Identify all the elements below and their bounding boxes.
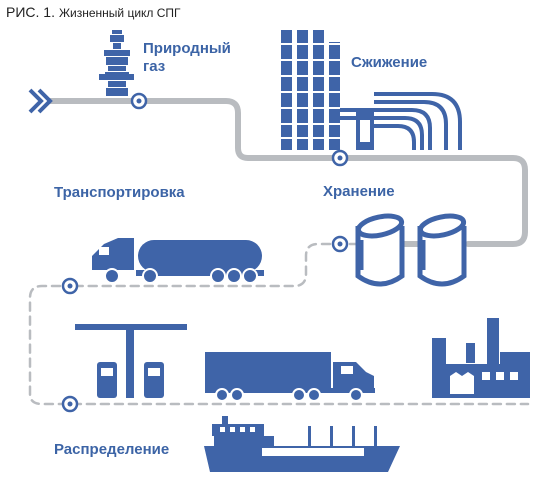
stage-label-natural-gas-line2: газ: [143, 58, 166, 75]
figure-caption: РИС. 1.Жизненный цикл СПГ: [6, 4, 181, 20]
fueling-station-icon: [75, 324, 187, 398]
tanker-truck-icon: [92, 238, 264, 284]
flow-dashed-route: [28, 242, 530, 406]
fuel-dispenser-left: [97, 362, 117, 398]
stage-label-distribution: Распределение: [54, 441, 170, 458]
flow-nodes: [61, 92, 349, 413]
dashed-storage-to-transport: [72, 242, 360, 288]
figure-title: Жизненный цикл СПГ: [58, 6, 181, 20]
storage-tanks-icon: [355, 213, 467, 287]
dashed-transport-to-distribution: [28, 284, 530, 406]
semi-truck-icon: [205, 352, 375, 402]
stage-label-transportation: Транспортировка: [54, 184, 185, 201]
figure-number: РИС. 1.: [6, 4, 55, 20]
pipeline-gas-to-liquefaction: [47, 98, 528, 247]
stage-label-storage: Хранение: [323, 183, 395, 200]
flow-pipeline: [47, 98, 528, 247]
liquefaction-plant-icon: [279, 30, 462, 150]
flow-node-centers: [67, 98, 343, 407]
lng-carrier-ship-icon: [204, 416, 400, 472]
storage-tank-left: [355, 213, 405, 287]
fuel-dispenser-right: [144, 362, 164, 398]
factory-icon: [432, 318, 530, 398]
stage-label-natural-gas-line1: Природный: [143, 40, 231, 57]
storage-tank-right: [417, 213, 467, 287]
wellhead-icon: [99, 30, 134, 96]
gas-input-arrow-icon: [28, 88, 53, 114]
stage-label-liquefaction: Сжижение: [351, 54, 428, 71]
stage-label-natural-gas: Природный газ: [143, 40, 231, 76]
